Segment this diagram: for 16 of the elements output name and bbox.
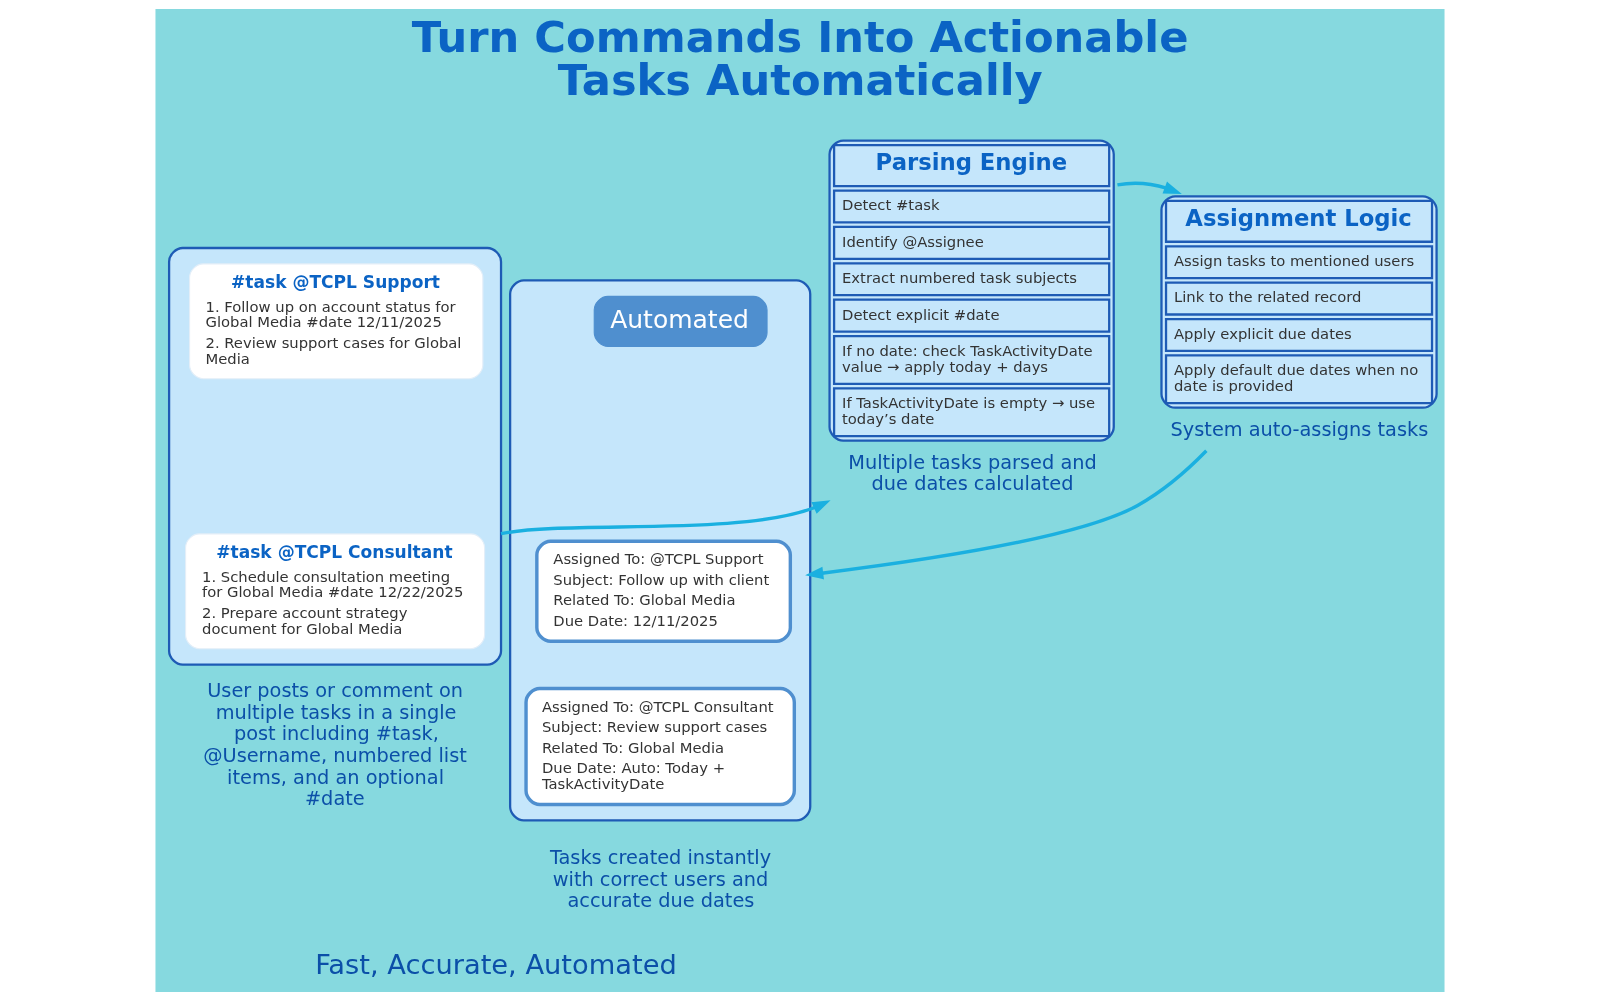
arrow xyxy=(805,449,1208,579)
caption: Fast, Accurate, Automated xyxy=(315,948,677,980)
node-box: Assigned To: @TCPL Support Subject: Follow up with client Related To: Global Media Due Date: 12/11/2025 xyxy=(535,539,793,643)
node-box: Automated xyxy=(593,295,768,347)
node-box: #task @TCPL Consultant 1. Schedule consultation meeting for Global Media #date 12/22/2025 2. Prepare account strategy document for Global Media xyxy=(185,532,486,649)
arrow xyxy=(1117,181,1182,194)
node-label: Tasks created instantly with correct users and accurate due dates xyxy=(549,845,772,912)
cluster xyxy=(167,246,503,666)
node-label: System auto-assigns tasks xyxy=(1170,417,1429,441)
node-box: Assigned To: @TCPL Consultant Subject: Review support cases Related To: Global Media Due Date: Auto: Today + TaskActivityDate xyxy=(524,686,797,806)
cluster xyxy=(509,278,812,821)
node-label: User posts or comment on multiple tasks in a single post including #task, @Username, numbered list items, and an optional #date xyxy=(203,678,467,810)
arrow xyxy=(500,499,831,535)
node-box: #task @TCPL Support 1. Follow up on account status for Global Media #date 12/11/2025 2. Review support cases for Global Media xyxy=(189,262,484,379)
diagram-title: Turn Commands Into Actionable Tasks Automatically xyxy=(411,11,1189,105)
node-label: Multiple tasks parsed and due dates calculated xyxy=(848,450,1097,495)
